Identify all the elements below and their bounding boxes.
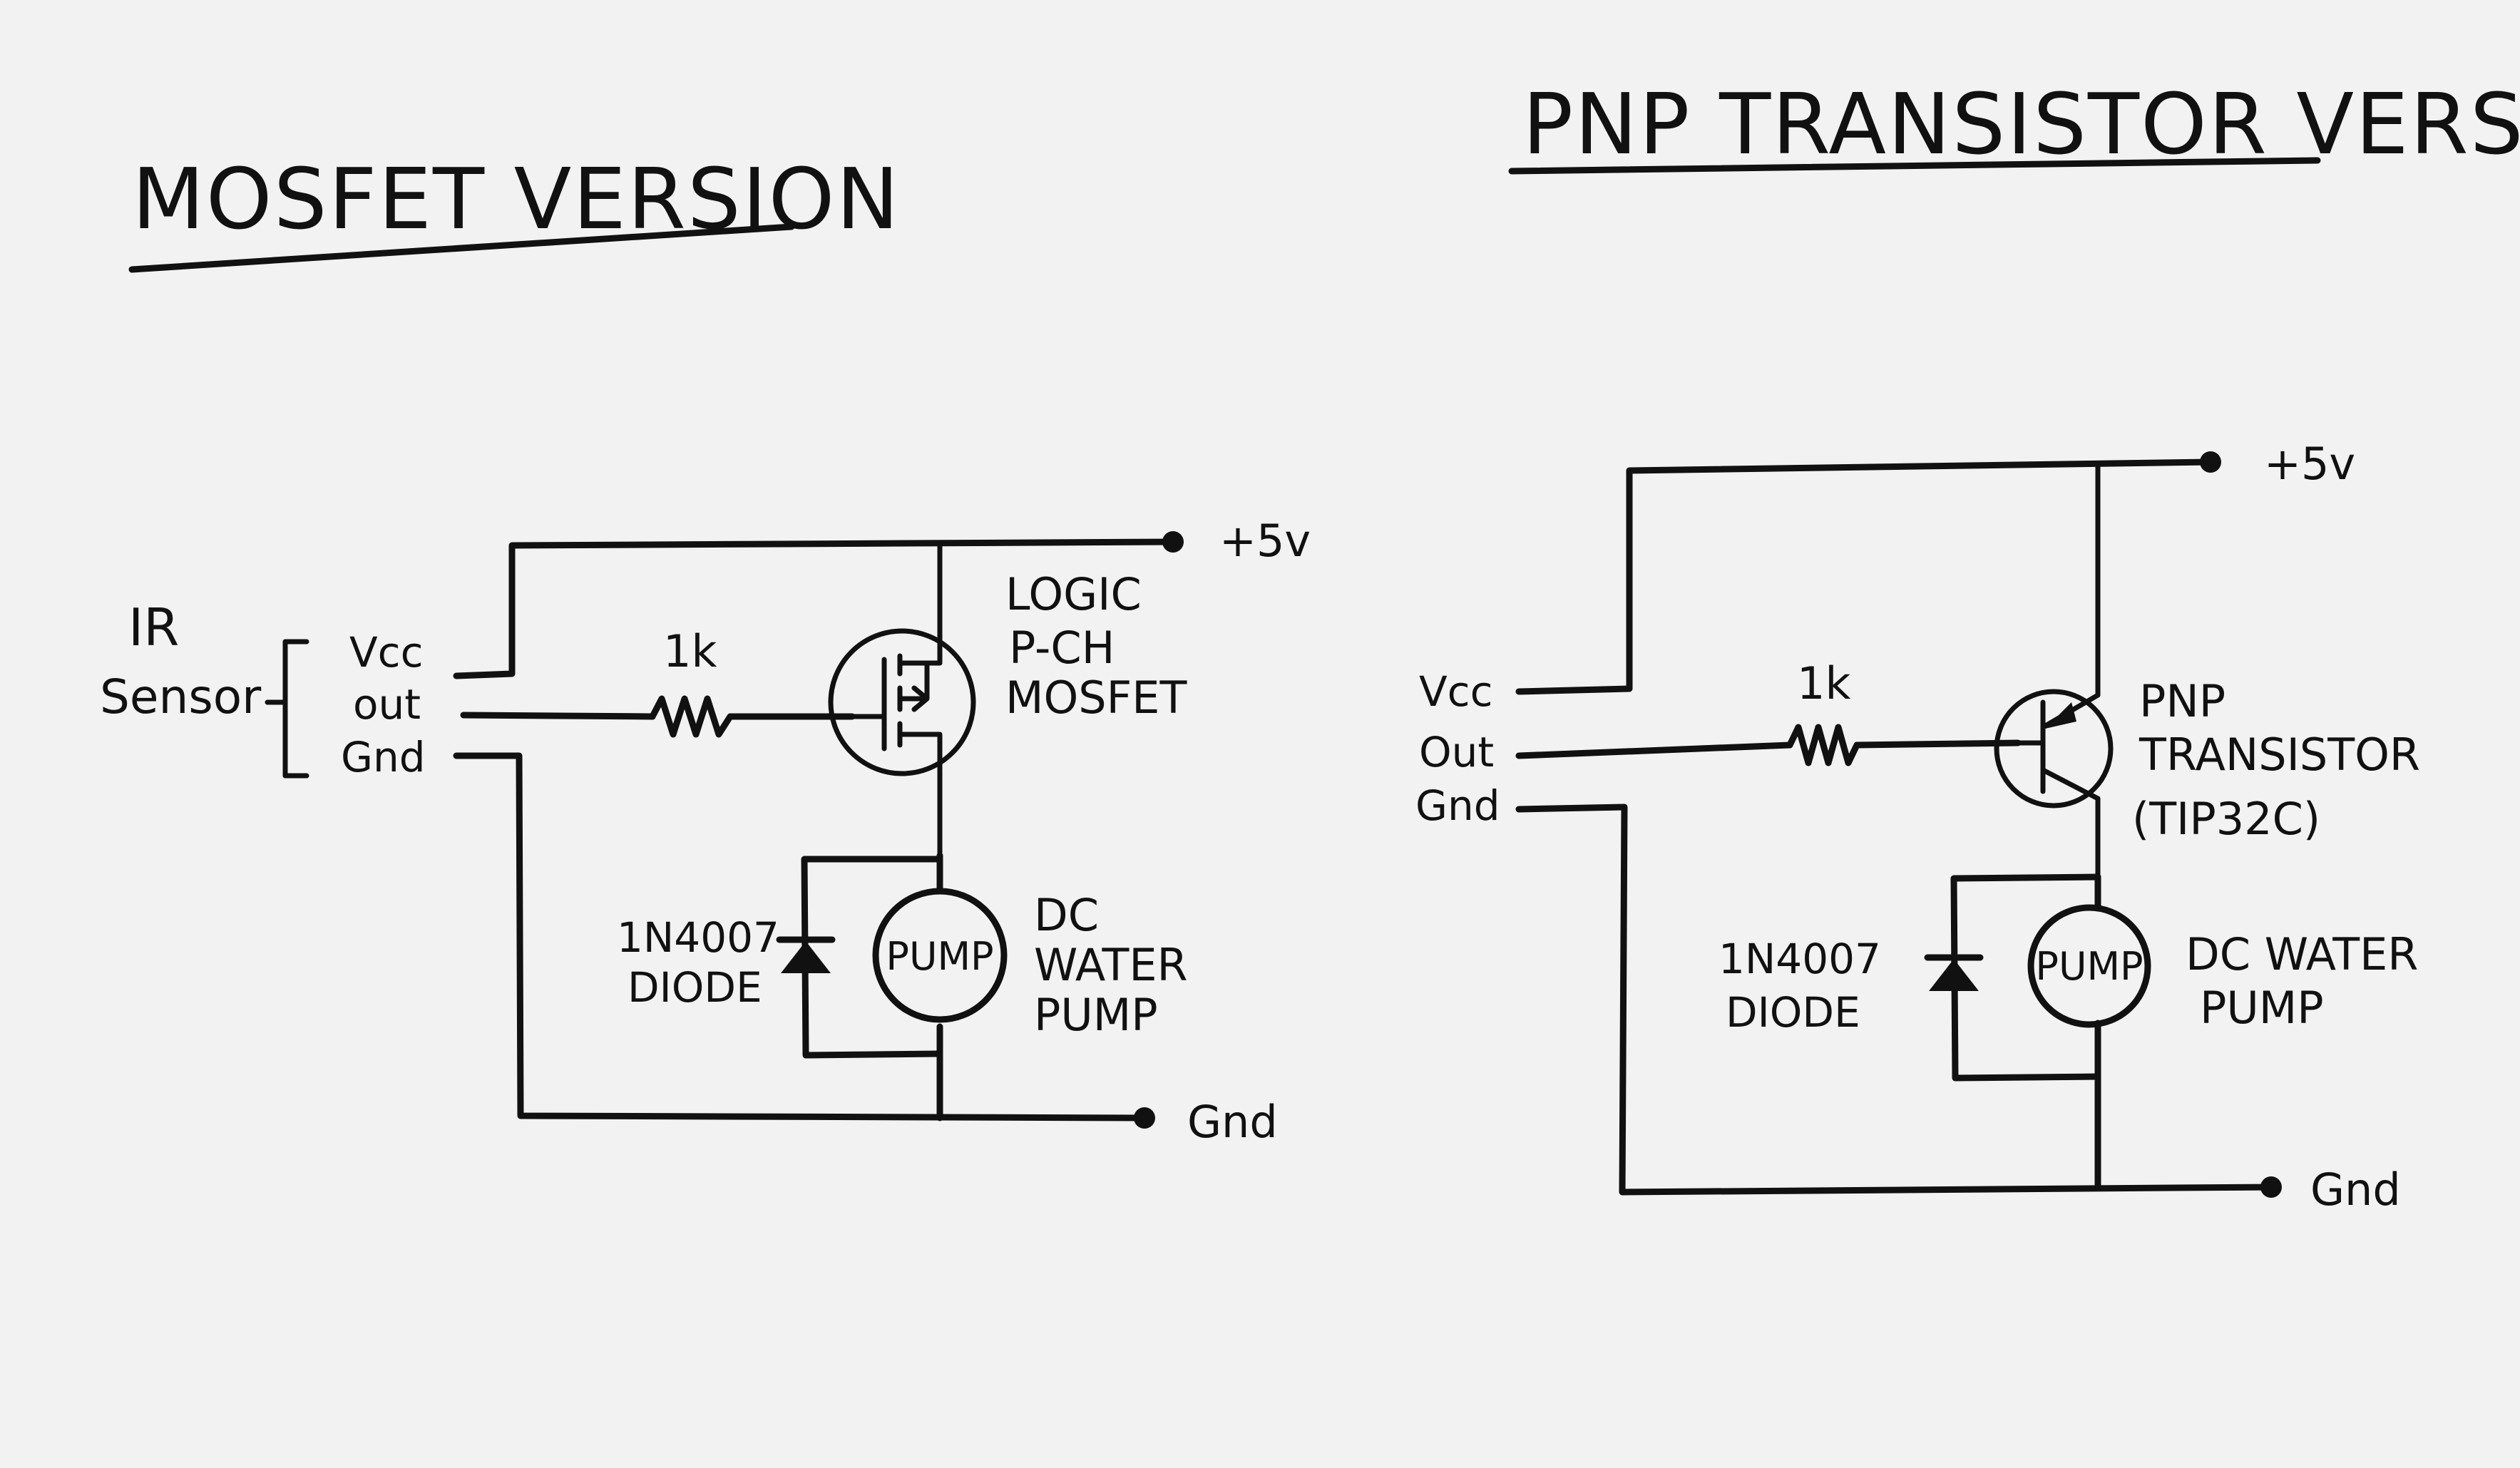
pnp-transistor-circle	[1994, 689, 2114, 809]
mosfet-pump-symbol	[872, 888, 1008, 1023]
mosfet-version-title: MOSFET VERSION	[132, 150, 901, 248]
pnp-pump-text: PUMP	[2035, 944, 2143, 989]
mosfet-vcc-wire	[453, 538, 1177, 679]
pnp-resistor-label: 1k	[1797, 657, 1850, 709]
pnp-transistor-label-line3: (TIP32C)	[2132, 793, 2320, 845]
pnp-5v-label: +5v	[2264, 438, 2355, 490]
pnp-pump-label-line1: DC WATER	[2186, 928, 2418, 980]
pnp-pin-out: Out	[1419, 728, 1494, 776]
mosfet-label-line1: LOGIC	[1005, 568, 1142, 620]
pnp-title-underline	[1508, 157, 2321, 175]
pnp-diode-label-line2: DIODE	[1726, 988, 1860, 1037]
mosfet-pump-label-line3: PUMP	[1034, 989, 1158, 1041]
ir-label-line1: IR	[128, 597, 179, 657]
mosfet-pump-text: PUMP	[886, 934, 993, 979]
mosfet-out-wire	[460, 712, 656, 720]
pnp-transistor-label-line2: TRANSISTOR	[2139, 729, 2420, 781]
pnp-version-diagram: PNP TRANSISTOR VERSION Vcc Out Gnd +5v G…	[1415, 75, 2520, 1216]
mosfet-gnd-wire	[453, 752, 1148, 1121]
pnp-gnd-wire	[1515, 804, 2275, 1196]
pnp-transistor-label-line1: PNP	[2139, 675, 2226, 727]
pnp-diode-label-line1: 1N4007	[1719, 935, 1881, 983]
pnp-vcc-wire	[1515, 458, 2214, 695]
pnp-resistor	[1786, 724, 2022, 766]
mosfet-resistor-label: 1k	[663, 625, 717, 677]
mosfet-symbol	[849, 543, 943, 858]
pnp-diode-icon	[1929, 959, 1979, 991]
pnp-pump-label-line2: PUMP	[2200, 982, 2324, 1034]
ir-label-line2: Sensor	[100, 669, 262, 724]
pnp-out-wire	[1515, 741, 1793, 759]
pnp-5v-terminal	[2200, 451, 2221, 473]
mosfet-diode-label-line2: DIODE	[628, 963, 762, 1012]
mosfet-5v-terminal	[1162, 531, 1184, 553]
pnp-emitter-arrow-icon	[2045, 702, 2076, 729]
pnp-gnd-label: Gnd	[2310, 1164, 2401, 1216]
pnp-pump-symbol	[2027, 904, 2151, 1028]
mosfet-resistor	[649, 695, 856, 738]
mosfet-diode-icon	[781, 941, 831, 973]
mosfet-version-diagram: MOSFET VERSION IR Sensor Vcc out Gnd +5v…	[100, 150, 1311, 1148]
mosfet-pin-gnd: Gnd	[341, 733, 426, 781]
mosfet-gnd-label: Gnd	[1187, 1096, 1278, 1148]
mosfet-diode-label-line1: 1N4007	[617, 913, 779, 962]
pnp-gnd-terminal	[2260, 1176, 2282, 1198]
mosfet-pump-label-line1: DC	[1034, 889, 1099, 941]
pnp-pin-gnd: Gnd	[1415, 781, 1500, 830]
mosfet-pump-label-line2: WATER	[1034, 939, 1188, 991]
pnp-pin-vcc: Vcc	[1419, 667, 1492, 716]
mosfet-gnd-terminal	[1134, 1107, 1155, 1129]
mosfet-pin-out: out	[353, 680, 421, 729]
pnp-version-title: PNP TRANSISTOR VERSION	[1522, 75, 2520, 173]
mosfet-label-line2: P-CH	[1009, 622, 1115, 674]
mosfet-body-circle	[828, 628, 976, 776]
mosfet-label-line3: MOSFET	[1005, 672, 1187, 724]
pnp-transistor-symbol	[2015, 461, 2101, 880]
mosfet-5v-label: +5v	[1219, 515, 1311, 567]
ir-sensor-bracket	[265, 639, 309, 779]
mosfet-title-underline	[128, 223, 795, 273]
mosfet-pin-vcc: Vcc	[349, 628, 423, 677]
